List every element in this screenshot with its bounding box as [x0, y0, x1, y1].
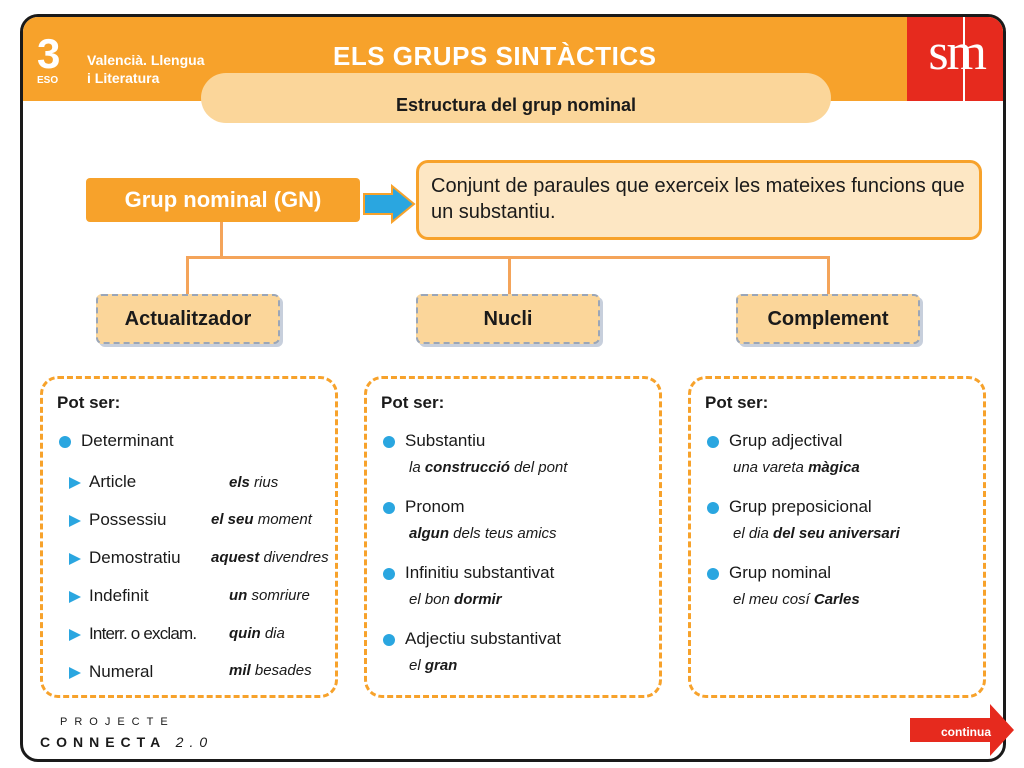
logo-divider: [963, 17, 965, 101]
category-actualitzador: Actualitzador: [96, 294, 280, 344]
item-label: Interr. o exclam.: [89, 624, 197, 643]
triangle-bullet-icon: [69, 476, 81, 489]
arrow-right-icon: [363, 184, 416, 224]
list-item: Indefinit: [69, 586, 149, 606]
triangle-bullet-icon: [69, 628, 81, 641]
course-line-1: Valencià. Llengua: [87, 52, 205, 68]
pot-ser-label: Pot ser:: [381, 393, 445, 412]
column-actualitzador: Pot ser: Determinant Article els rius Po…: [40, 376, 338, 698]
item-label: Adjectiu substantivat: [405, 629, 561, 648]
list-item: Substantiu: [383, 431, 485, 451]
item-label: Article: [89, 472, 137, 491]
connector-vertical: [220, 222, 223, 258]
item-label: Numeral: [89, 662, 154, 681]
brand-logo: CONNECTA 2.0: [40, 734, 213, 750]
list-item: Grup adjectival: [707, 431, 842, 451]
publisher-logo: sm: [907, 17, 1003, 101]
triangle-bullet-icon: [69, 552, 81, 565]
continue-button[interactable]: continua: [941, 725, 991, 739]
bullet-dot-icon: [707, 435, 719, 448]
category-complement: Complement: [736, 294, 920, 344]
pot-ser-label: Pot ser:: [705, 393, 769, 412]
bullet-dot-icon: [383, 567, 395, 580]
list-item: Article: [69, 472, 136, 492]
page-title: ELS GRUPS SINTÀCTICS: [333, 41, 657, 71]
example: el meu cosí Carles: [733, 591, 860, 608]
example: un somriure: [229, 587, 310, 604]
connector-left: [186, 256, 189, 296]
item-label: Indefinit: [89, 586, 149, 605]
example: mil besades: [229, 662, 312, 679]
brand-top: PROJECTE: [60, 716, 175, 728]
list-item: Infinitiu substantivat: [383, 563, 554, 583]
item-label: Grup nominal: [729, 563, 832, 582]
course-name: Valencià. Llengua i Literatura: [87, 51, 257, 87]
brand-version: 2.0: [175, 734, 214, 750]
bullet-dot-icon: [707, 501, 719, 514]
item-label: Infinitiu substantivat: [405, 563, 555, 582]
list-item: Grup nominal: [707, 563, 831, 583]
item-label: Grup preposicional: [729, 497, 872, 516]
example: el bon dormir: [409, 591, 502, 608]
bullet-dot-icon: [383, 435, 395, 448]
example: la construcció del pont: [409, 459, 568, 476]
bullet-dot-icon: [383, 633, 395, 646]
main-concept-box: Grup nominal (GN): [86, 178, 360, 222]
list-item: Demostratiu: [69, 548, 181, 568]
column-complement: Pot ser: Grup adjectival una vareta màgi…: [688, 376, 986, 698]
bullet-dot-icon: [383, 501, 395, 514]
definition-box: Conjunt de paraules que exerceix les mat…: [416, 160, 982, 240]
example: el gran: [409, 657, 458, 674]
item-label: Substantiu: [405, 431, 486, 450]
pot-ser-label: Pot ser:: [57, 393, 121, 412]
subtitle: Estructura del grup nominal: [395, 95, 637, 115]
item-label: Possessiu: [89, 510, 167, 529]
brand-main: CONNECTA: [40, 734, 166, 750]
connector-right: [827, 256, 830, 296]
bullet-dot-icon: [707, 567, 719, 580]
list-item: Pronom: [383, 497, 465, 517]
triangle-bullet-icon: [69, 590, 81, 603]
list-item: Numeral: [69, 662, 153, 682]
item-label: Demostratiu: [89, 548, 181, 567]
course-line-2: i Literatura: [87, 70, 160, 86]
example: el seu moment: [211, 511, 312, 528]
item-label: Determinant: [81, 431, 174, 450]
example: algun dels teus amics: [409, 525, 557, 542]
grade-number: 3: [37, 30, 61, 77]
list-item: Possessiu: [69, 510, 166, 530]
list-item: Grup preposicional: [707, 497, 872, 517]
list-item: Determinant: [59, 431, 174, 451]
example: el dia del seu aniversari: [733, 525, 900, 542]
bullet-dot-icon: [59, 435, 71, 448]
list-item: Adjectiu substantivat: [383, 629, 561, 649]
grade-label: ESO: [37, 75, 59, 86]
example: una vareta màgica: [733, 459, 860, 476]
example: quin dia: [229, 625, 285, 642]
subtitle-pill: Estructura del grup nominal: [201, 73, 831, 123]
publisher-logo-text: sm: [928, 24, 987, 81]
list-item: Interr. o exclam.: [69, 624, 197, 644]
triangle-bullet-icon: [69, 514, 81, 527]
item-label: Pronom: [405, 497, 465, 516]
example: aquest divendres: [211, 549, 329, 566]
continue-arrow-icon[interactable]: [906, 700, 1018, 760]
triangle-bullet-icon: [69, 666, 81, 679]
item-label: Grup adjectival: [729, 431, 843, 450]
connector-middle: [508, 256, 511, 296]
example: els rius: [229, 474, 279, 491]
column-nucli: Pot ser: Substantiu la construcció del p…: [364, 376, 662, 698]
category-nucli: Nucli: [416, 294, 600, 344]
slide-frame: 3 ESO Valencià. Llengua i Literatura ELS…: [20, 14, 1006, 762]
